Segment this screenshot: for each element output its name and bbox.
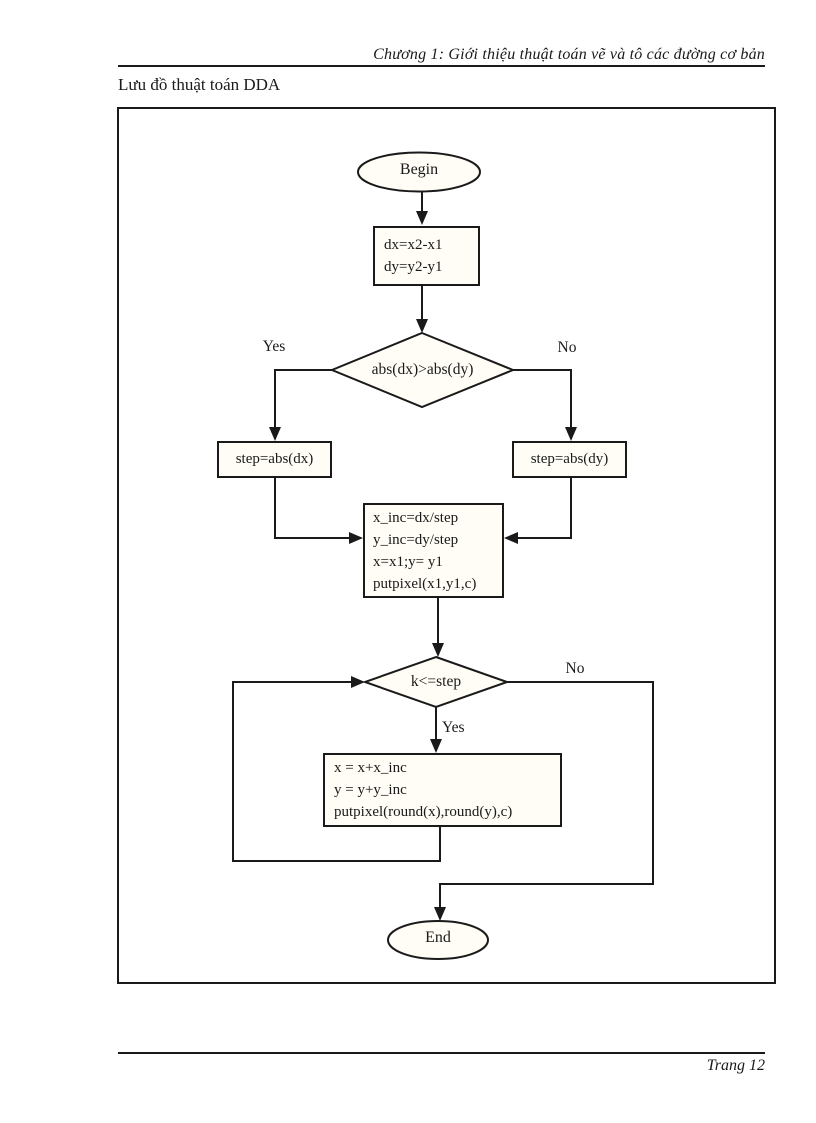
branch2-yes-label: Yes <box>442 719 465 736</box>
page-subtitle: Lưu đồ thuật toán DDA <box>118 75 281 94</box>
decision2-diamond <box>361 655 511 709</box>
arrow-stepdy-to-setup <box>504 478 572 544</box>
end-label: End <box>425 929 451 946</box>
page-number: Trang 12 <box>706 1057 765 1074</box>
footer-rule <box>118 1052 765 1054</box>
branch1-no-label: No <box>557 339 577 356</box>
process-step-dx-box: step=abs(dx) <box>217 441 332 478</box>
process-line: y_inc=dy/step <box>373 532 459 548</box>
end-terminator <box>387 920 489 960</box>
branch1-yes-label: Yes <box>262 338 286 355</box>
process-line: dx=x2-x1 <box>384 237 443 253</box>
decision1-label: abs(dx)>abs(dy) <box>371 361 474 378</box>
arrow-decision2-no-to-end <box>434 681 654 921</box>
decision2-label: k<=step <box>410 673 462 690</box>
process-line: x_inc=dx/step <box>373 510 459 526</box>
process-line: x = x+x_inc <box>334 760 407 776</box>
process-line: step=abs(dx) <box>235 451 314 467</box>
arrow-decision1-no-branch <box>513 369 577 441</box>
process-setup-box: x_inc=dx/step y_inc=dy/step x=x1;y= y1 p… <box>363 503 504 598</box>
process-line: step=abs(dy) <box>530 451 609 467</box>
begin-label: Begin <box>399 161 439 178</box>
process-line: putpixel(x1,y1,c) <box>373 576 477 592</box>
process-line: y = y+y_inc <box>334 782 407 798</box>
flowchart-frame <box>117 107 776 984</box>
header-rule <box>118 65 765 67</box>
branch2-no-label: No <box>565 660 585 677</box>
process-line: putpixel(round(x),round(y),c) <box>334 804 513 820</box>
arrow-decision1-yes-branch <box>269 369 332 441</box>
begin-terminator <box>357 151 481 193</box>
chapter-header: Chương 1: Giới thiệu thuật toán vẽ và tô… <box>373 46 765 63</box>
process-loop-box: x = x+x_inc y = y+y_inc putpixel(round(x… <box>323 753 562 827</box>
process-line: dy=y2-y1 <box>384 259 443 275</box>
process-step-dy-box: step=abs(dy) <box>512 441 627 478</box>
process-init-box: dx=x2-x1 dy=y2-y1 <box>373 226 480 286</box>
arrow-loop-back-to-decision2 <box>232 676 441 862</box>
decision1-diamond <box>329 331 516 409</box>
process-line: x=x1;y= y1 <box>373 554 443 570</box>
arrow-stepdx-to-setup <box>274 478 363 544</box>
